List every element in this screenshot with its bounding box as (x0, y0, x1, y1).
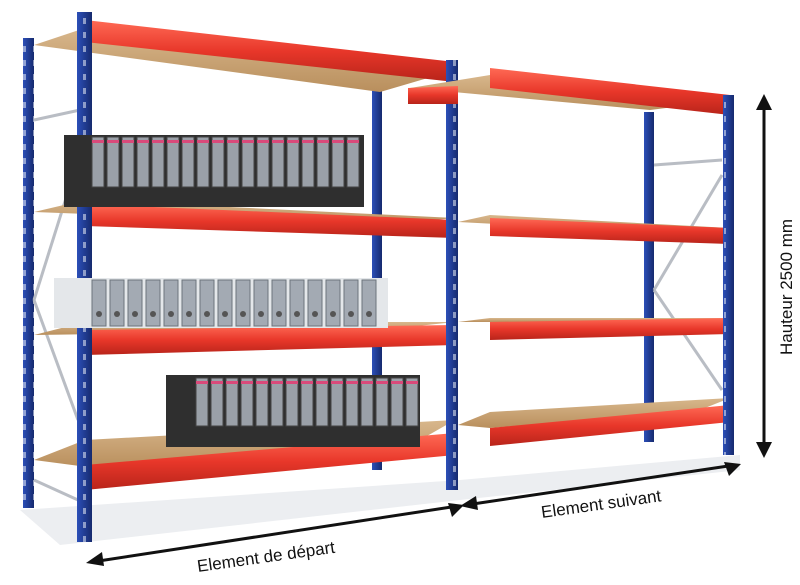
side-bracing-right (652, 158, 724, 391)
height-dimension: Hauteur 2500 mm (756, 94, 796, 458)
shelf-level-1 (34, 20, 455, 92)
shelf-right-level-2 (458, 215, 730, 244)
height-label: Hauteur 2500 mm (777, 219, 796, 355)
upright-back-middle (372, 85, 382, 470)
binders-row-top (64, 135, 364, 207)
shelf-right-level-3 (458, 318, 730, 340)
binders-row-middle (54, 278, 388, 328)
shelf-right-level-4 (458, 398, 730, 446)
floor-shadow (20, 455, 740, 545)
upright-back-right (644, 112, 654, 442)
start-element-unit (23, 12, 458, 542)
binders-row-bottom (166, 375, 420, 447)
next-element-unit (408, 68, 734, 455)
shelf-right-level-1 (408, 68, 730, 115)
